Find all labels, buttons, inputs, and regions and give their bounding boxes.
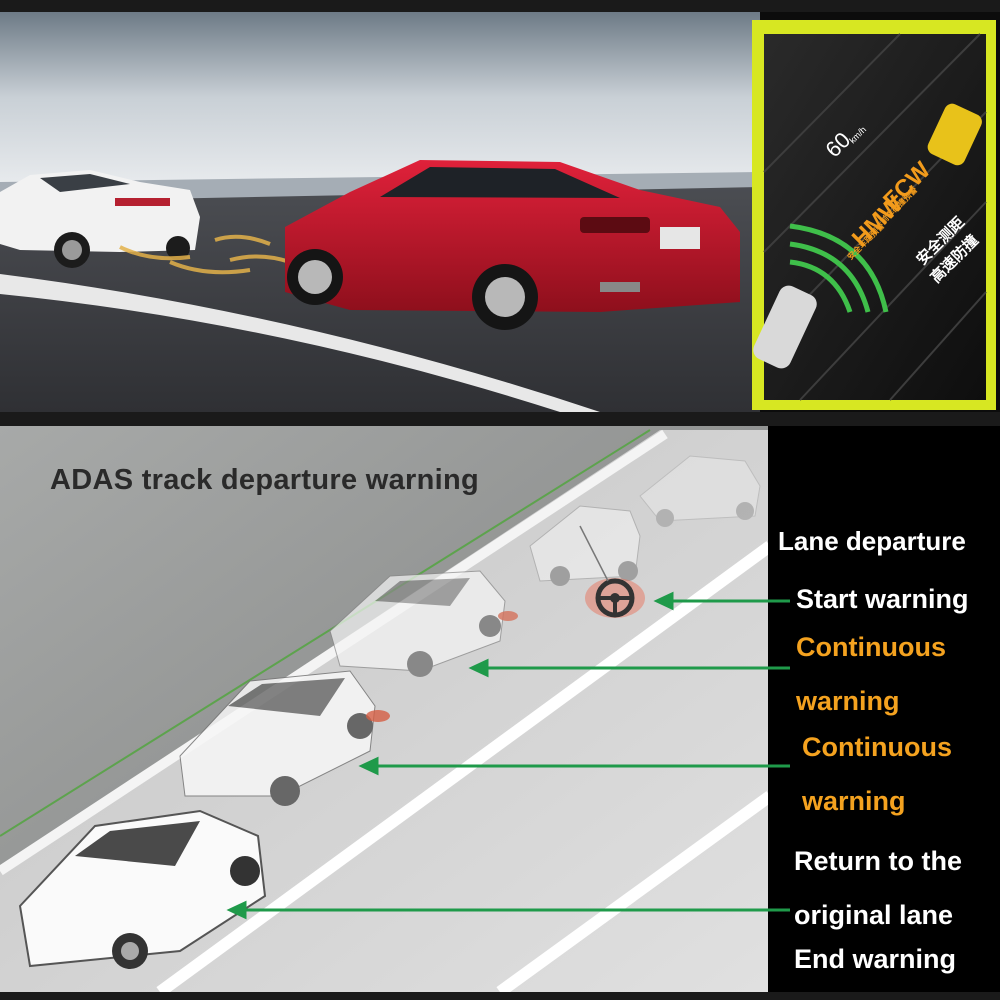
road-line [0, 274, 600, 412]
car-ghost-3 [329, 570, 518, 677]
hud-inset [752, 20, 996, 410]
label-start-warning: Start warning [796, 584, 969, 614]
car-ghost-far [639, 455, 761, 527]
bottom-scene-svg [0, 426, 1000, 992]
sky [0, 12, 760, 202]
top-scene-svg [0, 12, 996, 412]
label-continuous-1a: Continuous [796, 632, 946, 662]
arrow-continuous-1 [468, 658, 790, 678]
diagram-heading: ADAS track departure warning [50, 464, 479, 496]
label-return-1: Return to the [794, 846, 962, 876]
arrow-continuous-2 [358, 756, 790, 776]
label-lane-departure: Lane departure [778, 526, 966, 556]
label-continuous-2b: warning [802, 786, 906, 816]
car-ghost-2 [529, 505, 641, 586]
label-continuous-2a: Continuous [802, 732, 952, 762]
arrow-return [226, 900, 790, 920]
car-front [18, 809, 267, 969]
red-car [285, 160, 740, 330]
white-car [0, 170, 200, 268]
label-return-2: original lane [794, 900, 954, 930]
steering-wheel-icon [579, 525, 645, 618]
label-continuous-1b: warning [796, 686, 900, 716]
top-photo-panel: 60 km/h FCW HMW 前车碰撞预警 安全车距预警 安全测距 高速防撞 [0, 12, 1000, 412]
radar-waves [119, 234, 291, 275]
arrow-start-warning [653, 591, 790, 611]
bottom-diagram-panel [0, 426, 1000, 992]
arrows [226, 591, 790, 920]
label-panel [768, 426, 1000, 992]
car-ghost-4 [179, 670, 390, 806]
label-end-warning: End warning [794, 944, 956, 974]
